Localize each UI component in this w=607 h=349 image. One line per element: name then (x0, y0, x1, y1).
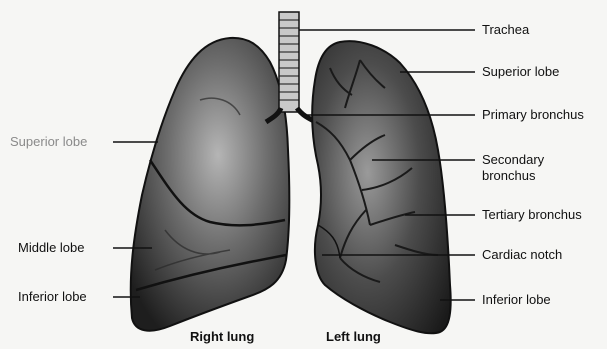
label-secondary-bronchus-line2: bronchus (482, 168, 535, 183)
caption-right-lung: Right lung (190, 329, 254, 344)
label-superior-lobe-left: Superior lobe (482, 64, 559, 79)
label-cardiac-notch: Cardiac notch (482, 247, 562, 262)
label-inferior-lobe-left: Inferior lobe (482, 292, 551, 307)
trachea-shape (279, 12, 299, 112)
label-inferior-lobe-right: Inferior lobe (18, 289, 87, 304)
caption-left-lung: Left lung (326, 329, 381, 344)
right-lung-shape (131, 38, 290, 331)
label-superior-lobe-right: Superior lobe (10, 134, 87, 149)
label-middle-lobe-right: Middle lobe (18, 240, 85, 255)
label-trachea: Trachea (482, 22, 529, 37)
label-tertiary-bronchus: Tertiary bronchus (482, 207, 582, 222)
label-primary-bronchus: Primary bronchus (482, 107, 584, 122)
label-secondary-bronchus-line1: Secondary (482, 152, 544, 167)
